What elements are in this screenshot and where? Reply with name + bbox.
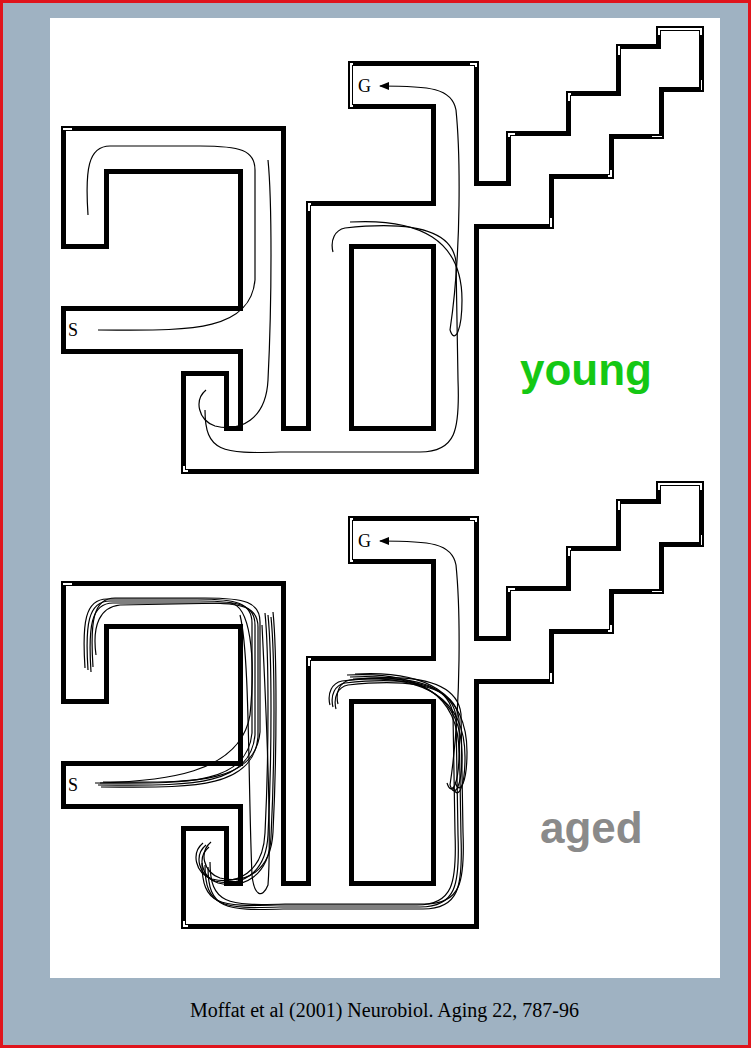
start-label: S — [68, 320, 78, 340]
citation-caption: Moffat et al (2001) Neurobiol. Aging 22,… — [190, 998, 579, 1022]
young-maze — [85, 50, 680, 453]
group-label: aged — [540, 803, 643, 853]
start-label: S — [68, 775, 78, 795]
goal-label: G — [358, 531, 371, 551]
group-label: young — [520, 345, 652, 395]
aged-maze — [84, 505, 680, 910]
goal-label: G — [358, 76, 371, 96]
